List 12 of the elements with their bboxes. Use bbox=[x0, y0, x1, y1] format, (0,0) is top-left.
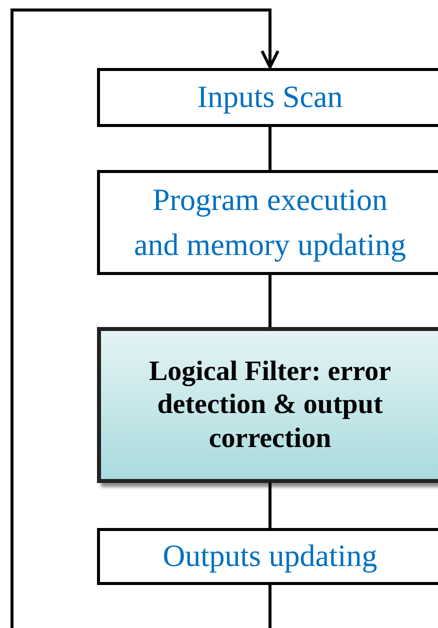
connector-line bbox=[268, 127, 272, 170]
feedback-arrow bbox=[10, 8, 280, 628]
process-box bbox=[97, 170, 438, 275]
box-label: Inputs Scan bbox=[196, 78, 344, 116]
filter-box bbox=[97, 327, 438, 483]
connector-line bbox=[268, 275, 272, 327]
process-box bbox=[97, 528, 438, 585]
box-label: Outputs updating bbox=[162, 537, 378, 576]
connector-line bbox=[268, 483, 272, 528]
process-box bbox=[97, 68, 438, 127]
box-label: Program execution and memory updating bbox=[132, 180, 408, 264]
box-label: Logical Filter: error detection & output correction bbox=[148, 354, 392, 456]
